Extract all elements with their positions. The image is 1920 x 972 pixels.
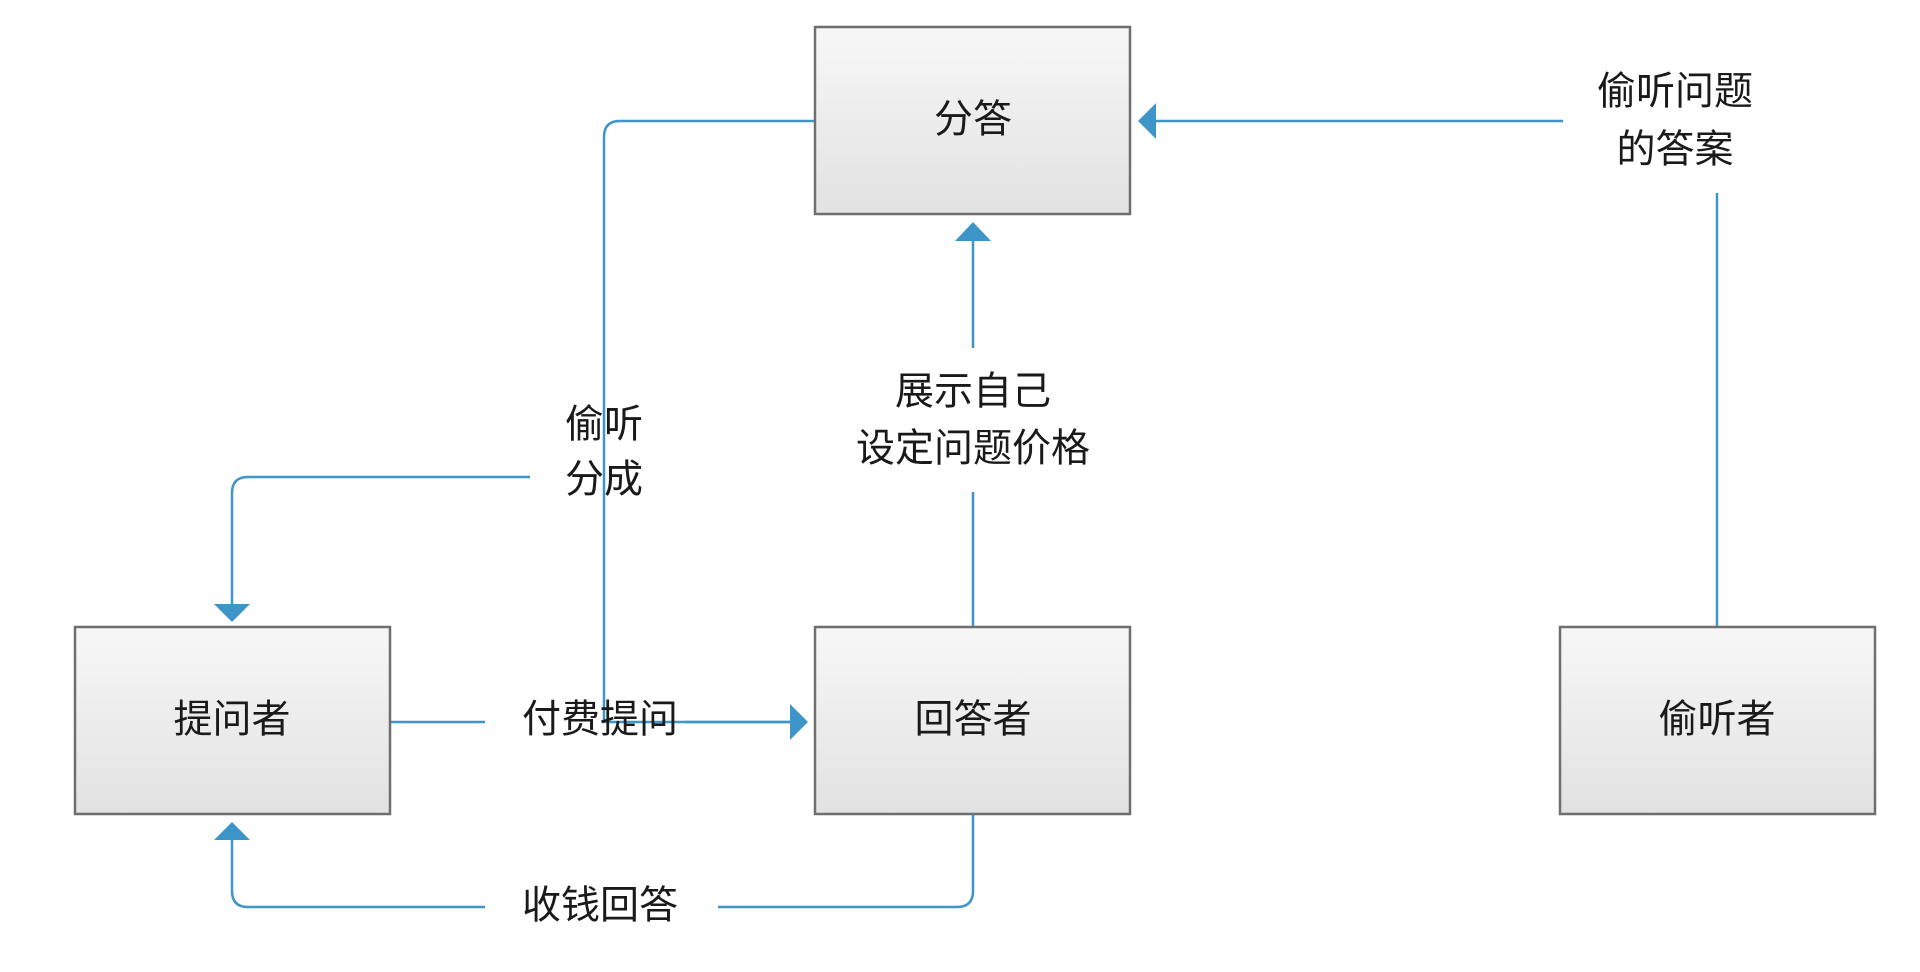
edge-label-pay-ask: 付费提问	[522, 698, 678, 743]
arrowhead-into-asker-bottom	[214, 822, 250, 840]
node-answerer: 回答者	[813, 625, 1132, 816]
edge-answerer-to-split-answer	[955, 222, 991, 626]
arrowhead-into-split-answer-right	[1138, 103, 1156, 139]
node-answerer-label: 回答者	[914, 698, 1031, 743]
edge-label-eavesdrop-answer-line1: 偷听问题	[1597, 70, 1753, 115]
arrowhead-into-answerer-left	[790, 704, 808, 740]
node-asker: 提问者	[73, 625, 392, 816]
node-eavesdropper: 偷听者	[1558, 625, 1877, 816]
edge-split-answer-to-answerer	[602, 119, 815, 740]
node-split-answer: 分答	[813, 25, 1132, 216]
arrowhead-into-split-answer-bottom	[955, 222, 991, 241]
edge-label-show-line1: 展示自己	[895, 370, 1051, 415]
edge-split-answer-to-asker	[214, 475, 530, 622]
edge-label-eavesdrop-share-line2: 分成	[565, 458, 643, 503]
node-eavesdropper-label: 偷听者	[1658, 698, 1775, 743]
node-asker-label: 提问者	[173, 698, 290, 743]
edge-label-collect-answer: 收钱回答	[522, 884, 678, 929]
edge-eavesdropper-to-split-answer	[1138, 103, 1719, 626]
node-split-answer-label: 分答	[934, 98, 1012, 143]
arrowhead-into-asker-top	[214, 604, 250, 622]
edge-answerer-to-asker	[214, 815, 975, 909]
edge-label-show-line2: 设定问题价格	[856, 427, 1090, 472]
edge-label-eavesdrop-answer-line2: 的答案	[1616, 128, 1733, 173]
edge-label-eavesdrop-share-line1: 偷听	[565, 403, 643, 448]
